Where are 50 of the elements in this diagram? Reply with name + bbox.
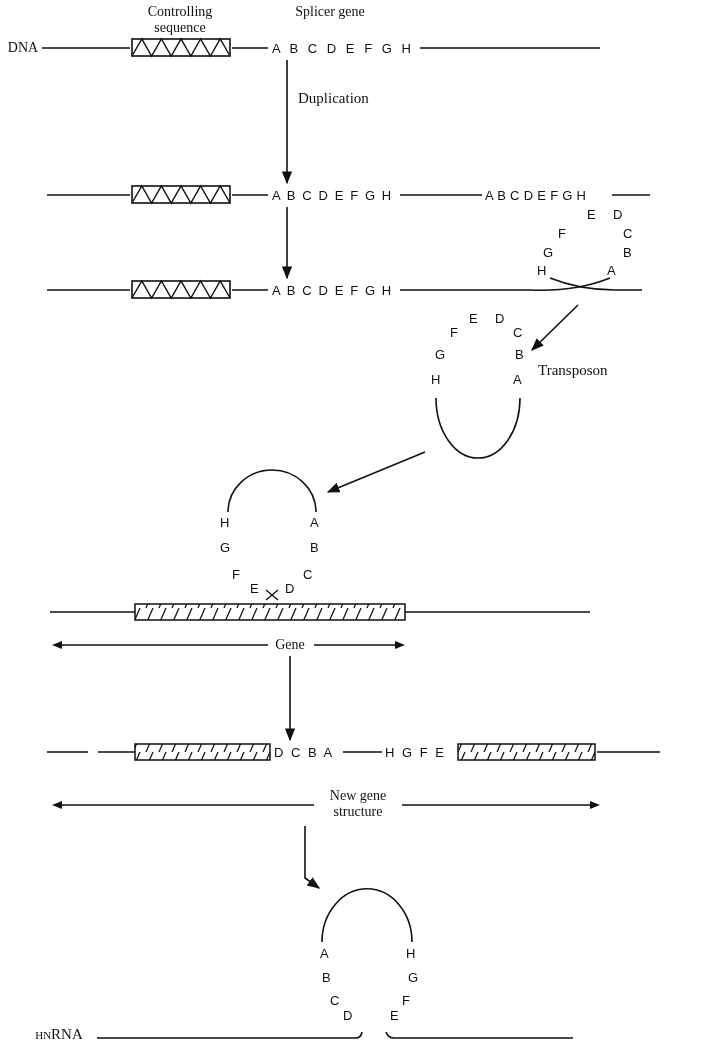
sequence-letter: G [543, 245, 554, 260]
arrow [284, 655, 296, 742]
sequence-letter: B [515, 347, 524, 362]
sequence-letters: A B C D E F G H [272, 41, 414, 56]
sequence-letter: A [310, 515, 319, 530]
sequence-letters: A B C D E F G H [485, 188, 587, 203]
arrow [281, 59, 293, 185]
sequence-letter: F [558, 226, 566, 241]
sequence-letters: A B C D E F G H [272, 188, 393, 203]
sequence-letter: D [343, 1008, 353, 1023]
arrow [326, 451, 426, 493]
sequence-letter: C [513, 325, 523, 340]
sequence-letter: H [406, 946, 416, 961]
sequence-letter: A [607, 263, 616, 278]
sequence-letter: A [320, 946, 329, 961]
arrow [531, 304, 579, 351]
sequence-letter: A [513, 372, 522, 387]
part-label: Controlling sequence [146, 4, 214, 36]
sequence-letter: B [310, 540, 319, 555]
sequence-letter: G [220, 540, 231, 555]
sequence-letter: F [402, 993, 410, 1008]
sequence-letter: D [285, 581, 295, 596]
edge-label: Duplication [298, 90, 369, 106]
sequence-letter: F [232, 567, 240, 582]
arrow [304, 825, 321, 889]
sequence-letter: E [469, 311, 478, 326]
part-label: Splicer gene [294, 4, 366, 20]
sequence-letter: F [450, 325, 458, 340]
sequence-letter: C [303, 567, 313, 582]
sequence-letters: D C B A [274, 745, 335, 760]
strand-label: hnRNA [34, 1026, 84, 1042]
sequence-letter: E [390, 1008, 399, 1023]
sequence-letter: B [322, 970, 331, 985]
sequence-letter: D [495, 311, 505, 326]
sequence-letter: H [220, 515, 230, 530]
sequence-letter: G [408, 970, 419, 985]
sequence-letter: E [587, 207, 596, 222]
sequence-letter: C [623, 226, 633, 241]
sequence-letter: H [431, 372, 441, 387]
sequence-letter: E [250, 581, 259, 596]
sequence-letters: H G F E [385, 745, 446, 760]
sequence-letter: H [537, 263, 547, 278]
arrow [281, 206, 293, 280]
sequence-letter: C [330, 993, 340, 1008]
sequence-letter: G [435, 347, 446, 362]
sequence-letter: B [623, 245, 632, 260]
sequence-letter: D [613, 207, 623, 222]
edge-label: Transposon [538, 362, 608, 378]
strand-label: DNA [6, 40, 40, 56]
sequence-letters: A B C D E F G H [272, 283, 393, 298]
